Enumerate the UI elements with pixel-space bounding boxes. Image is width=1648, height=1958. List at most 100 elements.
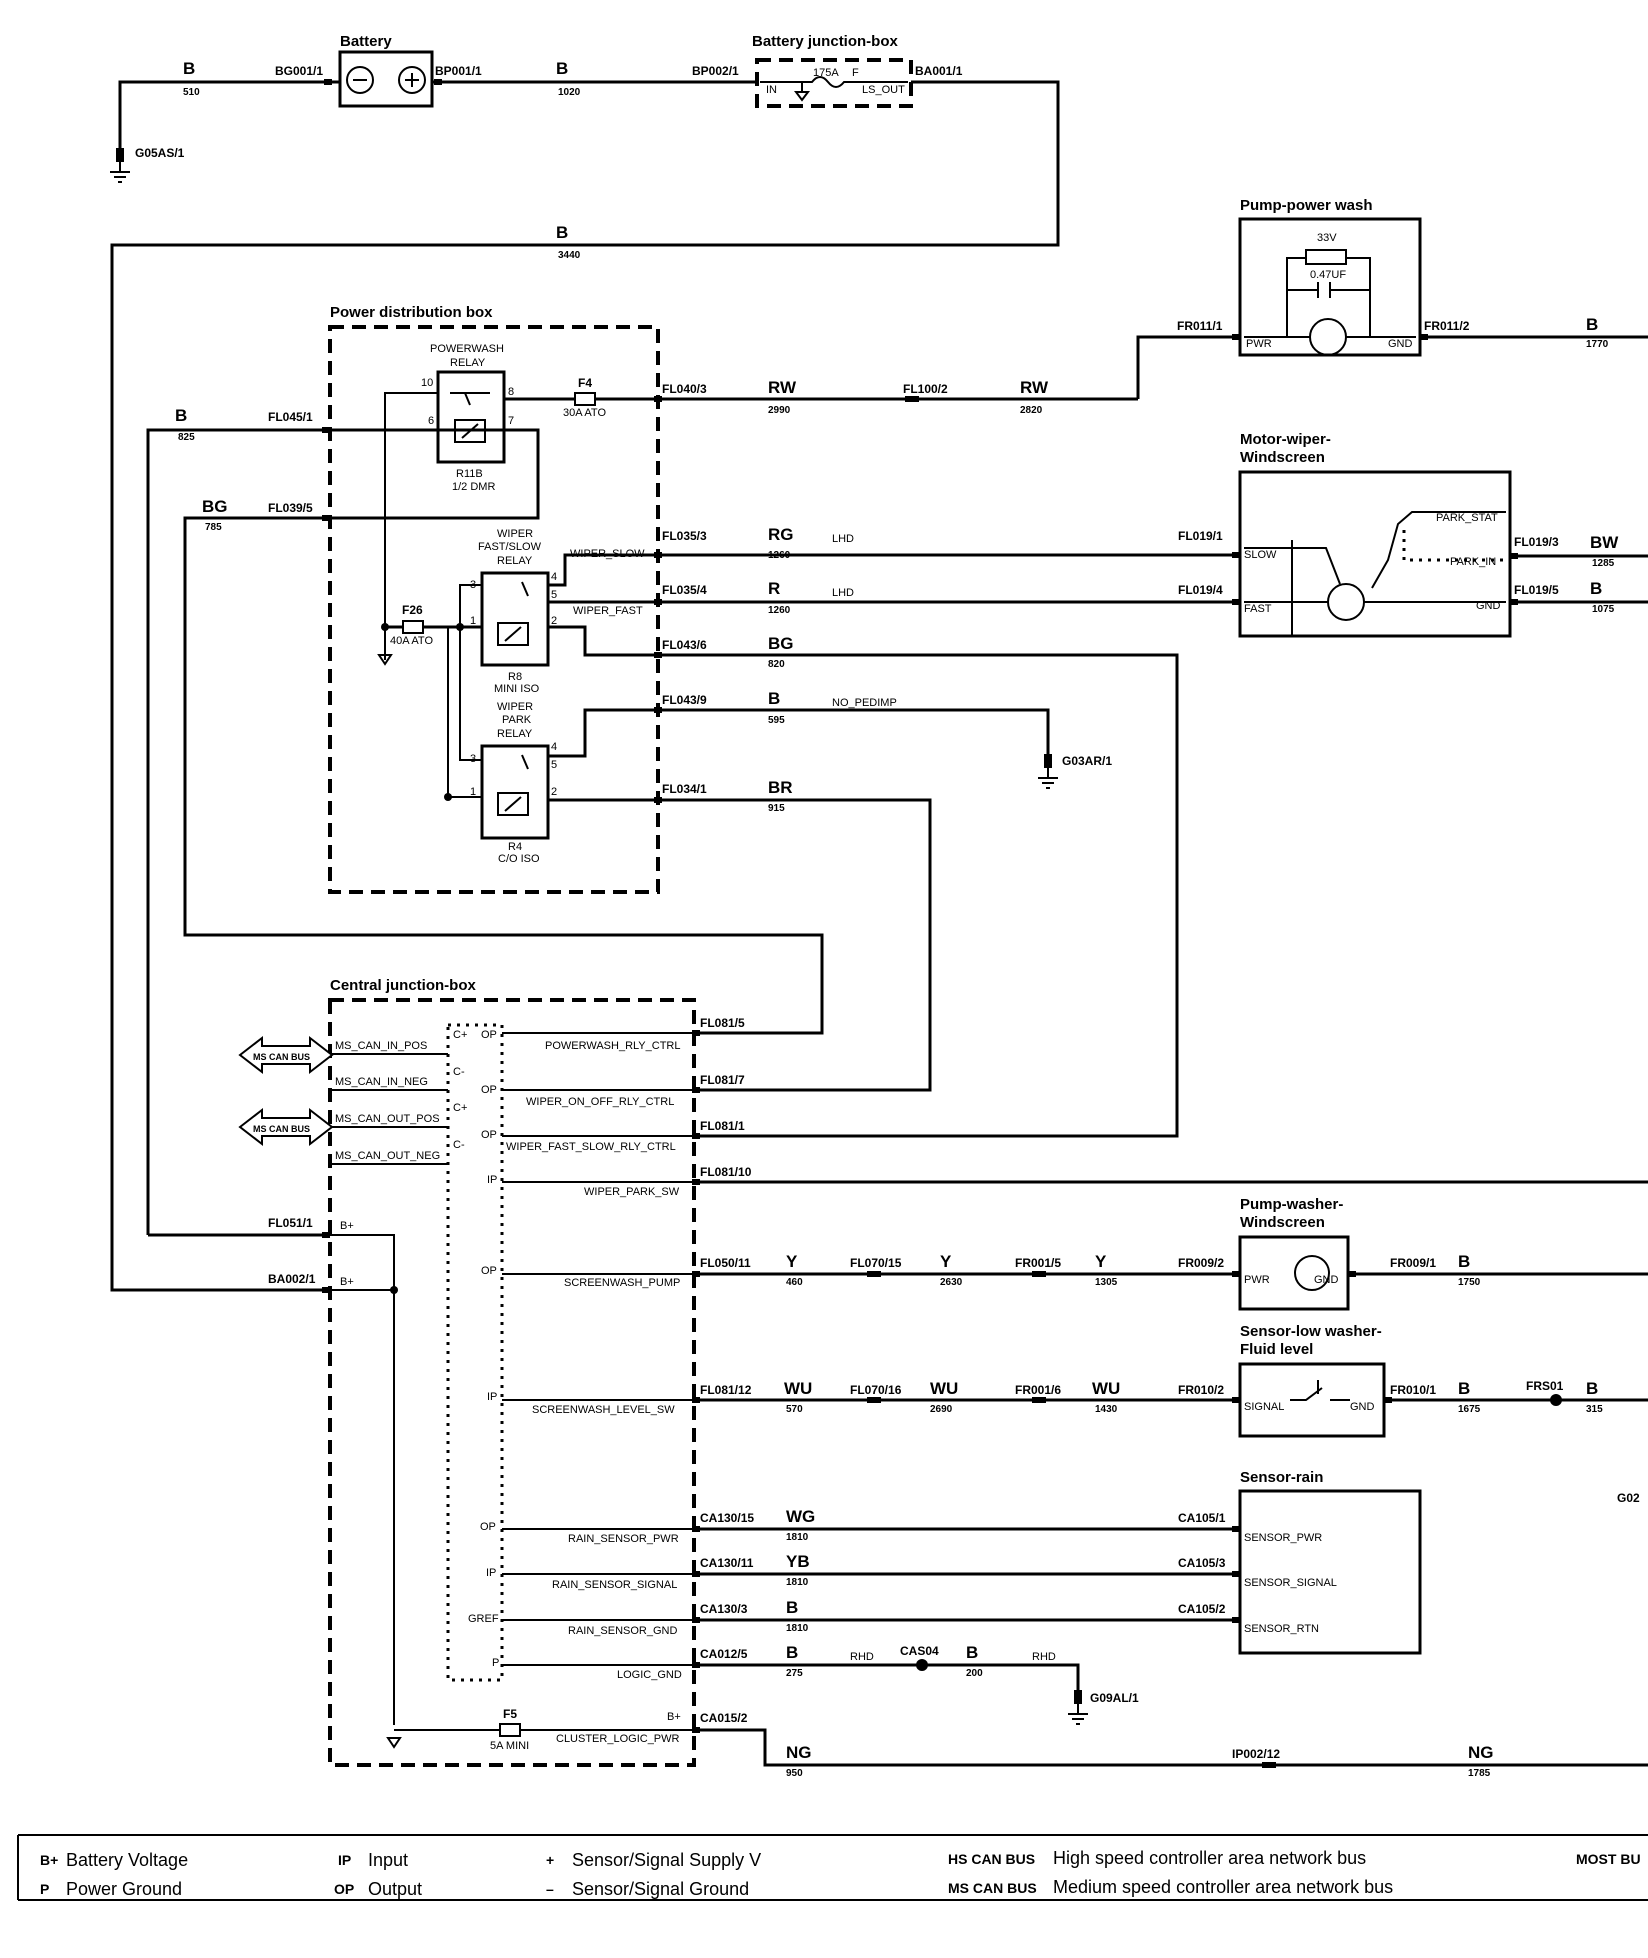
- pump-power-wash: Pump-power wash 33V 0.47UF PWR GND FR011…: [1177, 197, 1648, 357]
- conn-ip002: IP002/12: [1232, 1747, 1280, 1761]
- pin-signal: SIGNAL: [1244, 1401, 1284, 1413]
- wire-number: 1770: [1586, 339, 1609, 350]
- pdb-title: Power distribution box: [330, 304, 493, 321]
- wire-color: BW: [1590, 533, 1619, 552]
- relay-id: R11B: [456, 468, 483, 480]
- pin-sensor-pwr: SENSOR_PWR: [1244, 1532, 1322, 1544]
- wire-number: 460: [786, 1277, 803, 1288]
- pin-7: 7: [508, 415, 514, 427]
- legend-op-key: OP: [334, 1881, 354, 1897]
- conn-fl070-16: FL070/16: [850, 1383, 902, 1397]
- conn-fr001-5: FR001/5: [1015, 1256, 1061, 1270]
- wire-color: BG: [202, 497, 228, 516]
- rhd-label: RHD: [850, 1651, 874, 1663]
- fuse-f4: F4: [578, 376, 592, 390]
- motor-wiper-box[interactable]: [1238, 470, 1512, 638]
- cjb-title: Central junction-box: [330, 977, 476, 994]
- conn-fr009-2: FR009/2: [1178, 1256, 1224, 1270]
- wiper-fast-slow-relay[interactable]: [480, 571, 550, 667]
- wire-number: 1285: [1592, 558, 1615, 569]
- wire-number: 1675: [1458, 1404, 1481, 1415]
- pin-4: 4: [551, 571, 557, 583]
- pin-5: 5: [551, 589, 557, 601]
- screenwash-level-sw: SCREENWASH_LEVEL_SW: [532, 1404, 675, 1416]
- conn-bp002: BP002/1: [692, 64, 739, 78]
- wire-color: B: [1586, 315, 1598, 334]
- wire-color: B: [1590, 579, 1602, 598]
- pin-10: 10: [421, 377, 433, 389]
- sensor-low-box[interactable]: [1238, 1362, 1386, 1438]
- wiper-on-off-rly-ctrl: WIPER_ON_OFF_RLY_CTRL: [526, 1096, 674, 1108]
- wire-color: B: [1458, 1379, 1470, 1398]
- wire-color: WG: [786, 1507, 815, 1526]
- powerwash-relay[interactable]: [436, 370, 506, 464]
- pin-pwr: PWR: [1246, 338, 1272, 350]
- ms-can-in-pos: MS_CAN_IN_POS: [335, 1040, 427, 1052]
- cap-value: 0.47UF: [1310, 269, 1346, 281]
- conn-bp001: BP001/1: [435, 64, 482, 78]
- wire-number: 820: [768, 659, 785, 670]
- pdb-box[interactable]: [328, 325, 660, 894]
- rhd-label: RHD: [1032, 1651, 1056, 1663]
- pump-washer-title: Pump-washer-: [1240, 1196, 1343, 1213]
- conn-fl019-4: FL019/4: [1178, 583, 1223, 597]
- conn-ca105-2: CA105/2: [1178, 1602, 1226, 1616]
- b-plus: B+: [667, 1711, 681, 1723]
- wire-color: B: [1586, 1379, 1598, 1398]
- op-label: OP: [481, 1265, 497, 1277]
- wire-color: NG: [1468, 1743, 1494, 1762]
- cjb-box[interactable]: [328, 998, 696, 1767]
- wire-number: 1430: [1095, 1404, 1118, 1415]
- cjb-inner-module: [446, 1023, 504, 1682]
- battery-positive-icon: [398, 66, 426, 94]
- b-plus: B+: [340, 1276, 354, 1288]
- legend-plus-key: +: [546, 1852, 554, 1868]
- conn-fl081-1: FL081/1: [700, 1119, 745, 1133]
- conn-ba002: BA002/1: [268, 1272, 316, 1286]
- ms-can-bus-label: MS CAN BUS: [253, 1124, 310, 1134]
- fuse-f26-rating: 40A ATO: [390, 635, 433, 647]
- legend-minus-key: –: [546, 1881, 554, 1897]
- conn-fl035-4: FL035/4: [662, 583, 707, 597]
- motor-wiper-windscreen: Motor-wiper- Windscreen SLOW FAST PARK_S…: [1178, 431, 1648, 638]
- legend-p-key: P: [40, 1881, 49, 1897]
- logic-gnd: LOGIC_GND: [617, 1669, 682, 1681]
- battery-section: Battery G05AS/1 B 510 BG001/1 BP001/1 B …: [110, 33, 755, 183]
- conn-bg001: BG001/1: [275, 64, 323, 78]
- battery-junction-box: Battery junction-box IN LS_OUT 175A F BA…: [110, 33, 1060, 1292]
- legend-plus-text: Sensor/Signal Supply V: [572, 1850, 761, 1870]
- conn-ca105-1: CA105/1: [1178, 1511, 1226, 1525]
- relay-type: 1/2 DMR: [452, 481, 495, 493]
- conn-fl051: FL051/1: [268, 1216, 313, 1230]
- motor-wiper-title: Windscreen: [1240, 449, 1325, 466]
- pin-sensor-rtn: SENSOR_RTN: [1244, 1623, 1319, 1635]
- wire-number: 315: [1586, 1404, 1603, 1415]
- wire-number: 915: [768, 803, 785, 814]
- conn-g09al: G09AL/1: [1090, 1691, 1139, 1705]
- wiper-park-sw: WIPER_PARK_SW: [584, 1186, 680, 1198]
- conn-fl081-12: FL081/12: [700, 1383, 752, 1397]
- wire-number: 1260: [768, 605, 791, 616]
- wire-number: 1075: [1592, 604, 1615, 615]
- conn-fl034: FL034/1: [662, 782, 707, 796]
- conn-fr011-1: FR011/1: [1177, 319, 1223, 333]
- wire-color: B: [786, 1598, 798, 1617]
- pin-slow: SLOW: [1244, 549, 1277, 561]
- screenwash-pump: SCREENWASH_PUMP: [564, 1277, 680, 1289]
- pin-6: 6: [428, 415, 434, 427]
- ms-can-out-neg: MS_CAN_OUT_NEG: [335, 1150, 440, 1162]
- wire-number: 3440: [558, 250, 581, 261]
- battery-box[interactable]: [338, 50, 434, 108]
- wire-color: B: [556, 59, 568, 78]
- wire-number: 1305: [1095, 1277, 1118, 1288]
- p-label: P: [492, 1657, 499, 1669]
- legend-bplus-key: B+: [40, 1852, 58, 1868]
- op-label: OP: [481, 1084, 497, 1096]
- rain-sensor-gnd: RAIN_SENSOR_GND: [568, 1625, 677, 1637]
- gref-label: GREF: [468, 1613, 499, 1625]
- wiper-park-relay[interactable]: [480, 744, 550, 840]
- wire-color: B: [966, 1643, 978, 1662]
- op-label: OP: [481, 1129, 497, 1141]
- pump-washer-windscreen: Pump-washer- Windscreen PWR GND FR009/1 …: [1238, 1196, 1648, 1311]
